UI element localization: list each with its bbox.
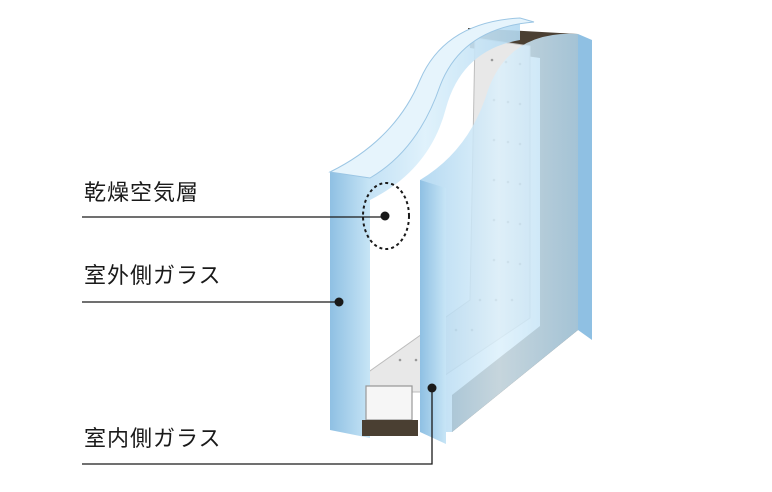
dry-air-layer-label: 乾燥空気層 — [84, 181, 200, 206]
inner-glass-leader — [82, 388, 433, 465]
spacer-bottom — [365, 385, 413, 421]
air-layer-marker — [362, 182, 410, 250]
inner-glass-back-edge — [578, 34, 592, 340]
inner-glass-label: 室内側ガラス — [84, 427, 222, 452]
outer-glass-top-rim — [328, 17, 535, 179]
inner-glass-edge — [420, 180, 446, 444]
outer-glass-label: 室外側ガラス — [84, 264, 222, 289]
inner-glass-face — [420, 33, 578, 432]
outer-glass-edge — [330, 172, 370, 438]
air-layer-dot — [380, 211, 390, 221]
spacer-bottom-base — [362, 420, 418, 436]
